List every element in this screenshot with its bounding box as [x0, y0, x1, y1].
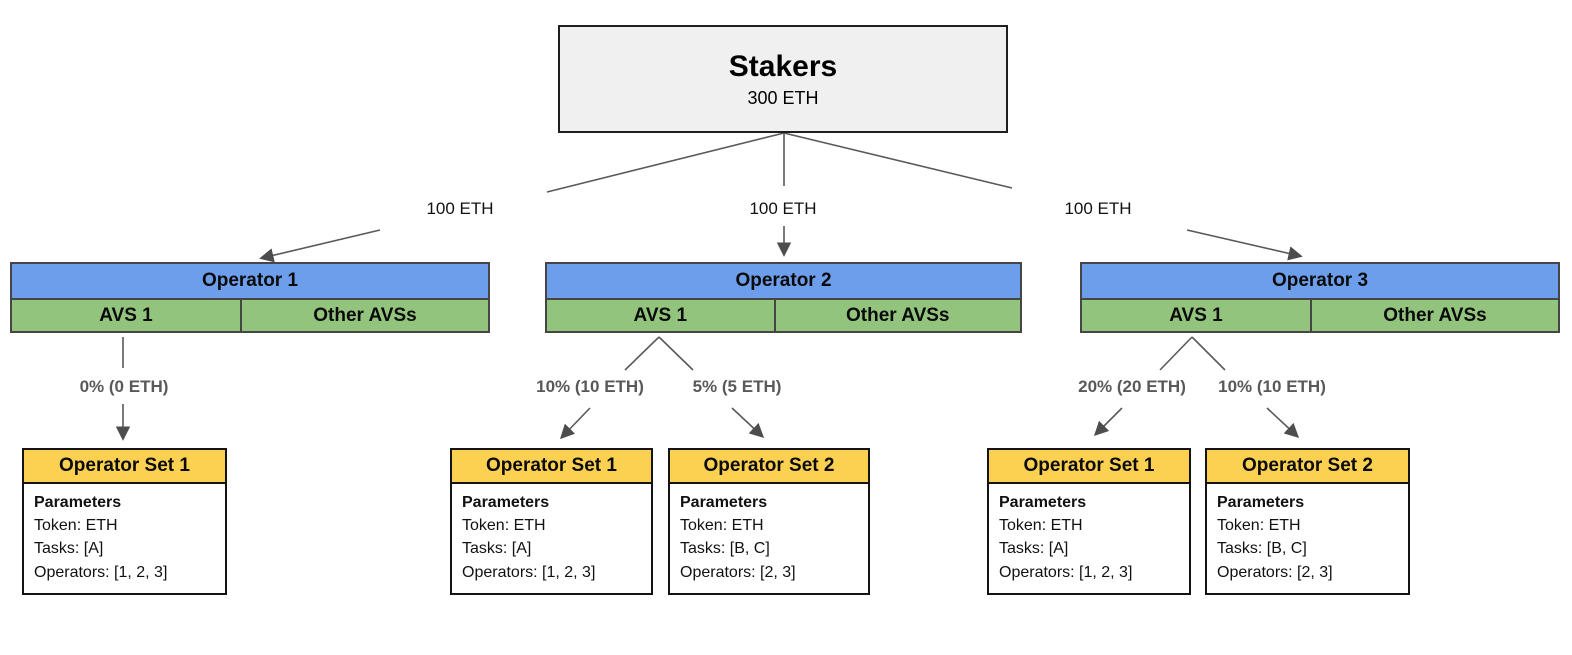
arrow-to-operator-1	[259, 229, 381, 263]
line-op3-avs-stub-left	[1159, 336, 1193, 371]
arrow-to-operator-3	[1186, 229, 1303, 261]
params-heading: Parameters	[462, 494, 550, 511]
operator-2-set-1-box: Operator Set 1 Parameters Token: ETH Tas…	[450, 448, 653, 595]
param-token: Token: ETH	[680, 517, 764, 535]
operator-1-table: Operator 1 AVS 1 Other AVSs	[10, 262, 490, 333]
operator-1-header: Operator 1	[10, 262, 490, 300]
stake-label-operator-3: 100 ETH	[1064, 199, 1132, 218]
operator-1-allocation-label: 0% (0 ETH)	[79, 377, 169, 396]
stakers-box: Stakers 300 ETH	[558, 25, 1008, 133]
operator-2-other-avss-cell: Other AVSs	[773, 298, 1022, 333]
params-heading: Parameters	[680, 494, 768, 511]
arrow-op2-to-set1	[559, 407, 591, 440]
line-stakers-fan-left	[546, 132, 785, 193]
operator-2-set-1-title: Operator Set 1	[450, 448, 653, 484]
operator-1-other-avss-cell: Other AVSs	[240, 298, 490, 333]
operator-2-avs-1-cell: AVS 1	[545, 298, 776, 333]
param-tasks: Tasks: [A]	[462, 540, 532, 558]
operator-3-other-avss-cell: Other AVSs	[1310, 298, 1560, 333]
operator-1-avs-1-cell: AVS 1	[10, 298, 242, 333]
params-heading: Parameters	[999, 494, 1087, 511]
operator-3-avs-1-cell: AVS 1	[1080, 298, 1312, 333]
stakers-amount: 300 ETH	[747, 87, 819, 108]
operator-2-allocation-label-set2: 5% (5 ETH)	[692, 377, 782, 396]
line-op2-avs-stub-right	[658, 336, 694, 371]
param-operators: Operators: [2, 3]	[680, 563, 796, 581]
param-operators: Operators: [1, 2, 3]	[462, 563, 596, 581]
param-token: Token: ETH	[34, 517, 118, 535]
operator-2-set-2-title: Operator Set 2	[668, 448, 870, 484]
operator-2-table: Operator 2 AVS 1 Other AVSs	[545, 262, 1022, 333]
param-tasks: Tasks: [A]	[999, 540, 1069, 558]
arrow-op3-to-set2	[1266, 407, 1300, 438]
param-operators: Operators: [2, 3]	[1217, 563, 1333, 581]
operator-2-header: Operator 2	[545, 262, 1022, 300]
line-stakers-fan-right	[783, 132, 1013, 189]
param-tasks: Tasks: [B, C]	[1217, 540, 1307, 558]
param-operators: Operators: [1, 2, 3]	[34, 563, 168, 581]
params-heading: Parameters	[34, 494, 122, 511]
operator-1-set-1-box: Operator Set 1 Parameters Token: ETH Tas…	[22, 448, 227, 595]
line-op2-avs-stub-left	[624, 336, 660, 371]
stake-label-operator-1: 100 ETH	[426, 199, 494, 218]
operator-3-allocation-label-set2: 10% (10 ETH)	[1218, 377, 1326, 396]
operator-3-set-2-box: Operator Set 2 Parameters Token: ETH Tas…	[1205, 448, 1410, 595]
stakers-title: Stakers	[728, 49, 838, 83]
operator-3-set-1-title: Operator Set 1	[987, 448, 1191, 484]
operator-3-set-2-title: Operator Set 2	[1205, 448, 1410, 484]
line-op3-avs-stub-right	[1191, 336, 1226, 371]
param-token: Token: ETH	[999, 517, 1083, 535]
param-tasks: Tasks: [B, C]	[680, 540, 770, 558]
operator-3-table: Operator 3 AVS 1 Other AVSs	[1080, 262, 1560, 333]
param-operators: Operators: [1, 2, 3]	[999, 563, 1133, 581]
param-tasks: Tasks: [A]	[34, 540, 104, 558]
arrow-op3-to-set1	[1093, 407, 1123, 437]
operator-2-set-2-box: Operator Set 2 Parameters Token: ETH Tas…	[668, 448, 870, 595]
param-token: Token: ETH	[462, 517, 546, 535]
operator-1-set-1-title: Operator Set 1	[22, 448, 227, 484]
param-token: Token: ETH	[1217, 517, 1301, 535]
operator-3-allocation-label-set1: 20% (20 ETH)	[1078, 377, 1186, 396]
arrow-op2-to-set2	[731, 407, 765, 438]
operator-2-allocation-label-set1: 10% (10 ETH)	[536, 377, 644, 396]
stake-label-operator-2: 100 ETH	[749, 199, 817, 218]
operator-3-set-1-box: Operator Set 1 Parameters Token: ETH Tas…	[987, 448, 1191, 595]
params-heading: Parameters	[1217, 494, 1305, 511]
operator-3-header: Operator 3	[1080, 262, 1560, 300]
